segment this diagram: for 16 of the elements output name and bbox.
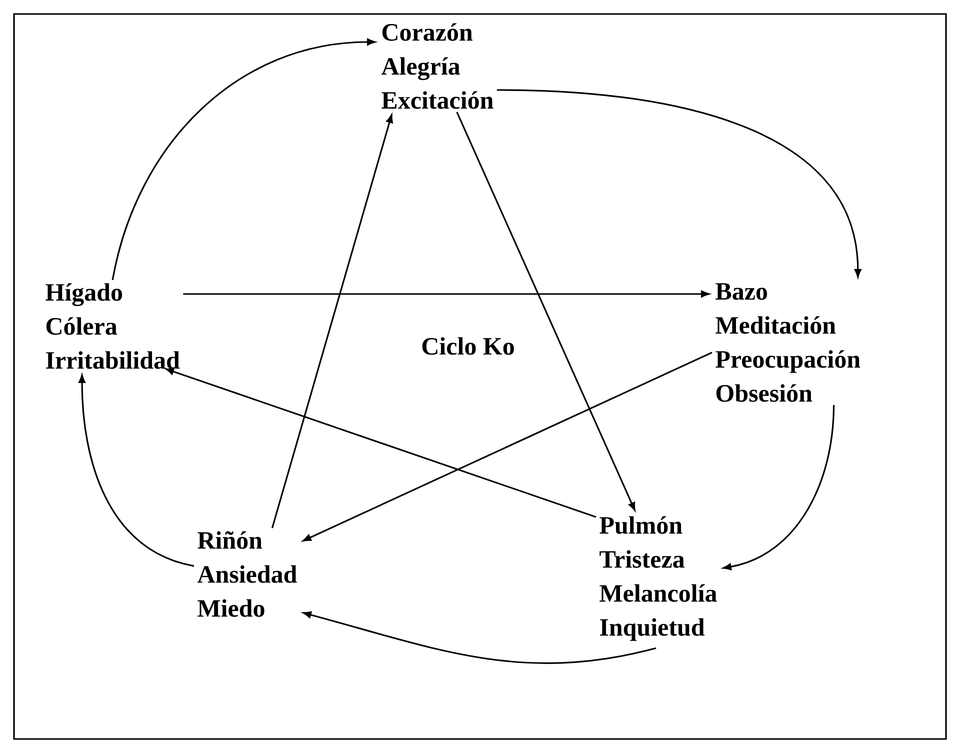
- arrow: [302, 611, 656, 664]
- arrow: [78, 374, 194, 567]
- cycle-label: Ciclo Ko: [422, 337, 514, 355]
- organ-emotion-text: Pulmón Tristeza Melancolía Inquietud: [600, 516, 717, 641]
- organ-emotion-text: Hígado Cólera Irritabilidad: [46, 283, 180, 369]
- arrow: [722, 404, 835, 570]
- arrow: [302, 352, 712, 542]
- arrow: [183, 290, 710, 298]
- organ-emotion-text: Riñón Ansiedad Miedo: [197, 531, 297, 617]
- arrow: [456, 112, 636, 511]
- organ-emotion-text: Corazón Alegría Excitación: [381, 23, 494, 109]
- arrow: [112, 38, 376, 280]
- organ-emotion-text: Bazo Meditación Preocupación Obsesión: [716, 283, 860, 402]
- arrow: [166, 368, 596, 518]
- arrow: [271, 114, 393, 528]
- arrow: [496, 89, 862, 278]
